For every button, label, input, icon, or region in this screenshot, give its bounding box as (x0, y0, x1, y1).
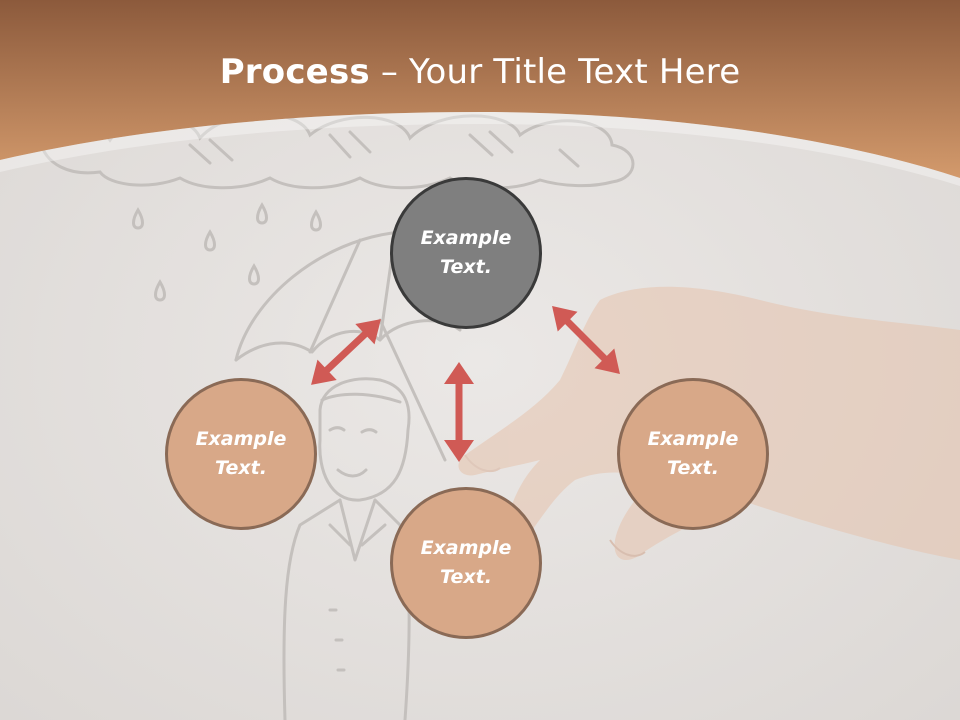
slide-title: Process – Your Title Text Here (0, 52, 960, 92)
node-bottom-line2: Text. (440, 566, 492, 588)
node-top-line1: Example (420, 227, 512, 249)
title-bold: Process (219, 52, 370, 92)
node-right-line1: Example (647, 428, 739, 450)
node-left-line1: Example (195, 428, 287, 450)
title-rest: – Your Title Text Here (369, 52, 741, 92)
header-band (0, 0, 960, 178)
node-bottom-line1: Example (420, 537, 512, 559)
node-left-line2: Text. (215, 457, 267, 479)
node-top-line2: Text. (440, 256, 492, 278)
node-right-line2: Text. (667, 457, 719, 479)
